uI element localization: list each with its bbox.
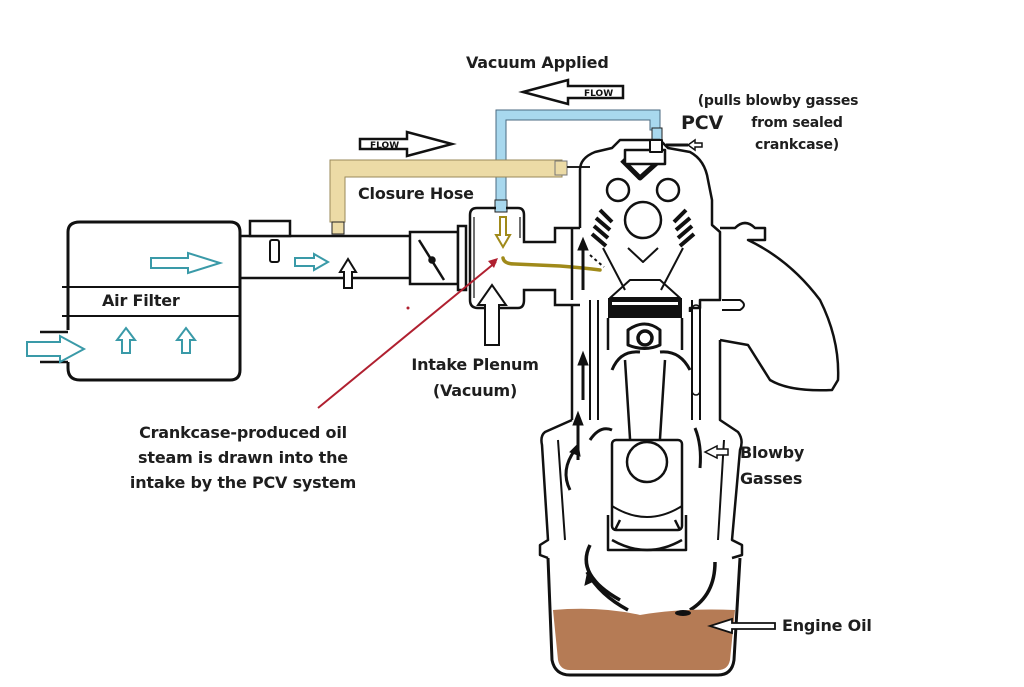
vacuum-hose <box>494 109 663 213</box>
pcv-note-line-1: (pulls blowby gasses <box>697 93 859 109</box>
plenum-vacuum-arrow <box>476 283 508 346</box>
closure-hose <box>329 159 590 235</box>
oil-pan <box>546 557 742 677</box>
duct-air-arrow <box>294 252 331 272</box>
air-filter-out-arrow <box>150 251 224 275</box>
callout-line-1: Crankcase-produced oil <box>139 423 347 442</box>
pcv-label: PCV <box>681 112 723 134</box>
intake-plenum <box>468 206 580 310</box>
air-filter-housing <box>40 220 242 382</box>
callout-line-3: intake by the PCV system <box>129 473 357 492</box>
intake-plenum-label: Intake Plenum (Vacuum) <box>405 352 545 404</box>
engine-block <box>538 138 840 560</box>
blowby-line-2: Gasses <box>740 469 803 488</box>
intake-plenum-line-2: (Vacuum) <box>432 381 518 400</box>
flow-label-closure: FLOW <box>370 141 399 151</box>
air-filter-label: Air Filter <box>102 291 180 310</box>
pcv-callout-text: Crankcase-produced oil steam is drawn in… <box>108 420 378 495</box>
callout-line <box>317 258 498 409</box>
blowby-gasses-label: Blowby Gasses <box>740 440 804 492</box>
blowby-line-1: Blowby <box>740 443 805 462</box>
intake-plenum-line-1: Intake Plenum <box>411 355 539 374</box>
pcv-note-line-3: crankcase) <box>755 137 839 153</box>
callout-line-2: steam is drawn into the <box>138 448 348 467</box>
pcv-note-line-2: from sealed <box>751 115 843 131</box>
air-filter-up-arrow-2 <box>175 326 197 354</box>
oil-steam-path <box>494 216 605 272</box>
flow-label-vacuum: FLOW <box>584 89 613 99</box>
blowby-flow-arrows <box>564 236 717 612</box>
pointer-arrow-blowby <box>703 444 729 460</box>
closure-hose-label: Closure Hose <box>358 184 474 203</box>
duct-up-arrow <box>338 257 358 289</box>
air-filter-up-arrow-1 <box>115 326 137 354</box>
pointer-arrow-engine-oil <box>707 617 776 635</box>
air-inlet-arrow <box>26 334 87 364</box>
flow-arrow-closure: FLOW <box>358 130 457 158</box>
vacuum-applied-label: Vacuum Applied <box>466 53 609 72</box>
air-flow-arrows <box>26 251 331 364</box>
pointer-arrow-pcv <box>686 138 703 152</box>
flow-arrow-vacuum: FLOW <box>518 78 625 106</box>
pcv-note: (pulls blowby gasses from sealed crankca… <box>693 90 863 156</box>
engine-oil-label: Engine Oil <box>782 616 872 635</box>
